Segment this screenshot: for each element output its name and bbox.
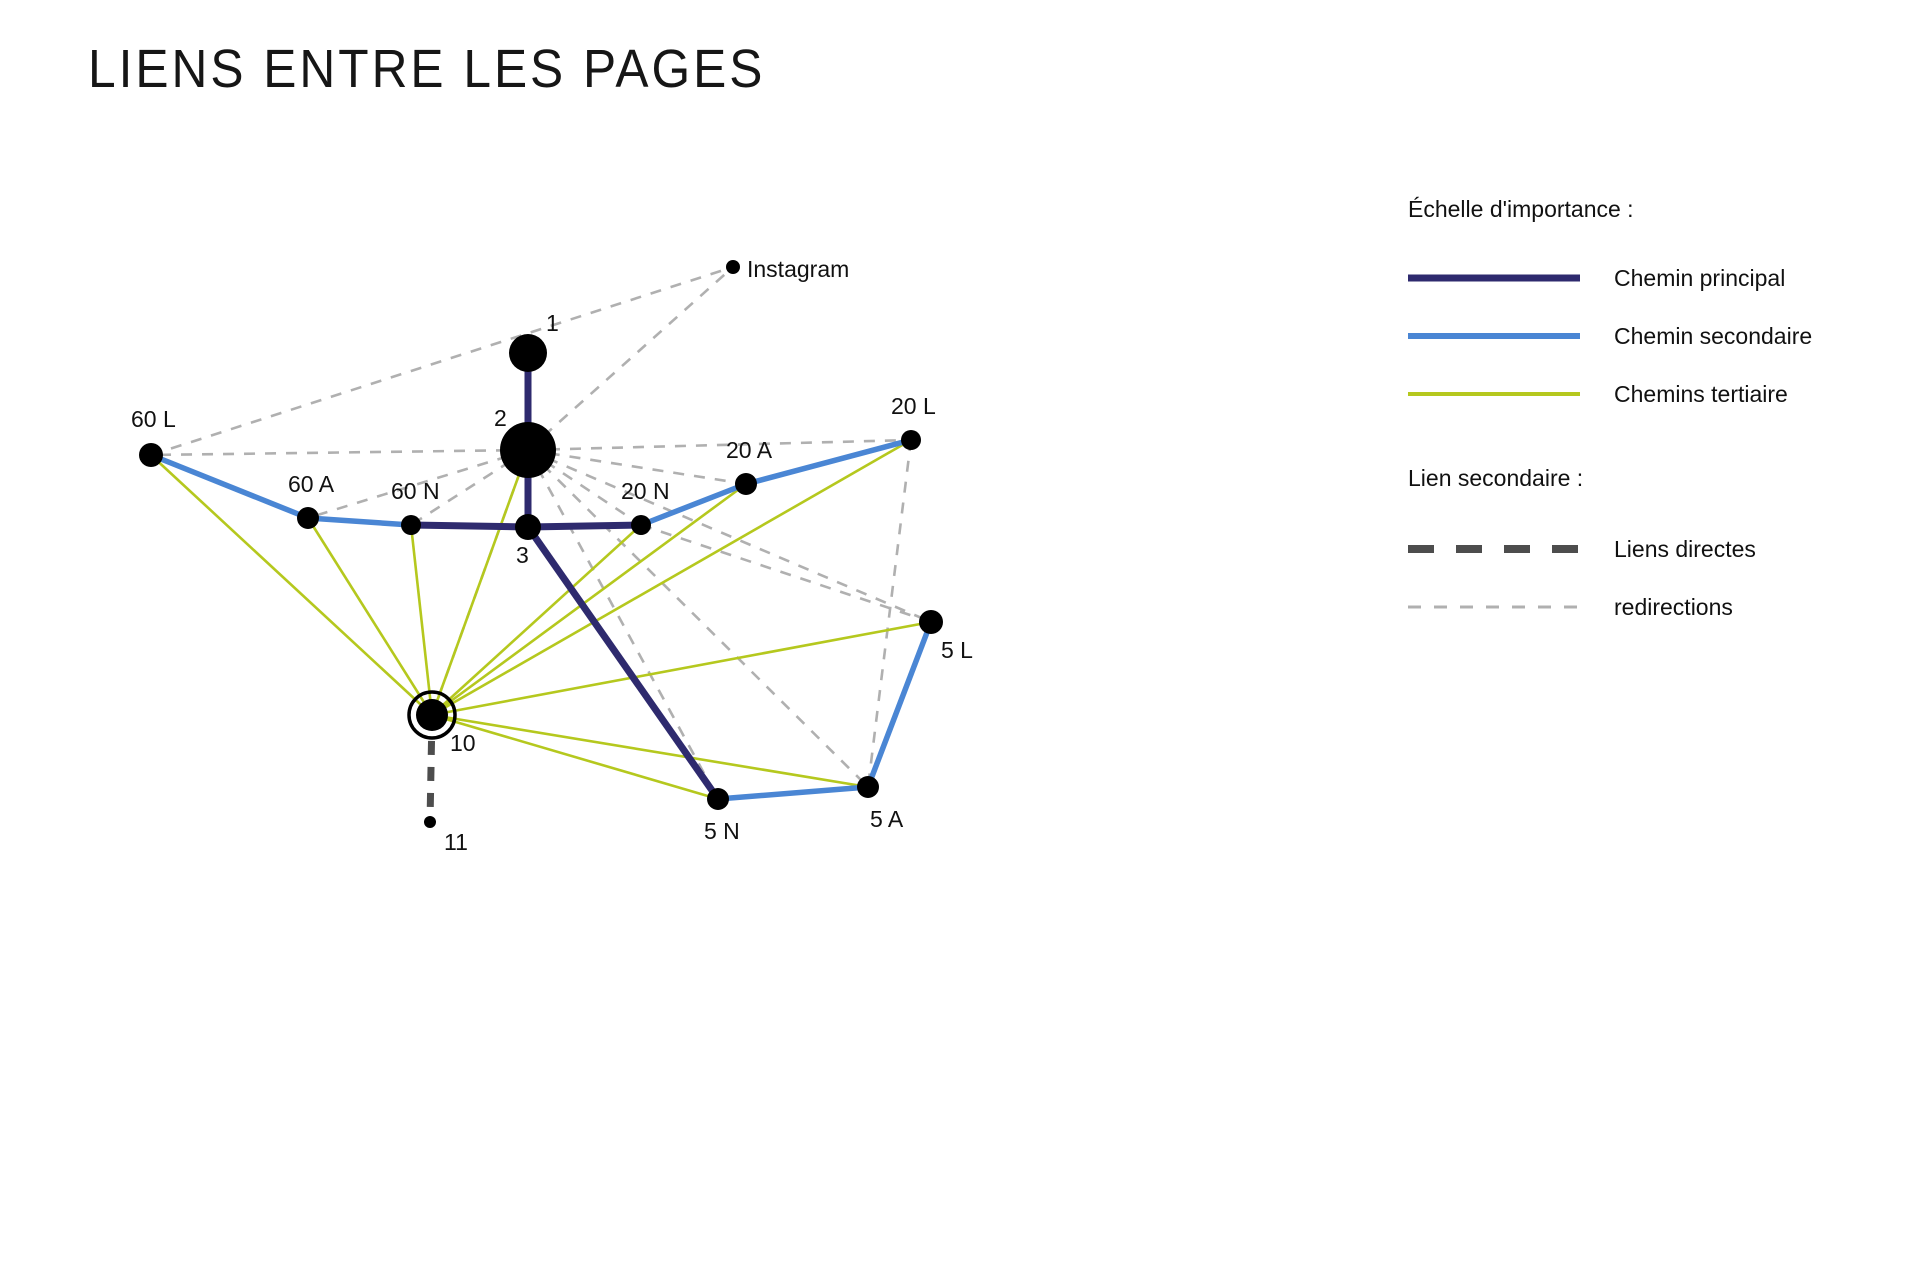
edge-5A-5L	[865, 621, 934, 788]
node-5N[interactable]	[707, 788, 729, 810]
edge-2-5N	[526, 449, 720, 800]
node-11[interactable]	[424, 816, 436, 828]
legend-item-redirections: redirections	[1408, 578, 1878, 636]
edge-3-20N	[527, 521, 642, 531]
edge-2-instagram	[527, 266, 734, 451]
legend-item-liens-directes: Liens directes	[1408, 520, 1878, 578]
line-principal-icon	[1408, 267, 1580, 289]
edge-3-60N	[410, 521, 529, 531]
legend-label-chemin-principal: Chemin principal	[1614, 264, 1786, 291]
node-3[interactable]	[515, 514, 541, 540]
edge-10-11	[426, 714, 436, 823]
legend-label-chemin-secondaire: Chemin secondaire	[1614, 322, 1813, 349]
edge-20A-20L	[745, 437, 912, 487]
legend-heading-importance: Échelle d'importance :	[1408, 196, 1634, 222]
edge-10-60L	[150, 454, 433, 716]
edge-10-5L	[431, 620, 932, 717]
edge-20L-5A	[866, 439, 913, 788]
legend: Échelle d'importance : Chemin principal …	[1408, 196, 1878, 636]
legend-item-chemins-tertiaire: Chemins tertiaire	[1408, 365, 1878, 423]
page-title: LIENS ENTRE LES PAGES	[88, 39, 766, 99]
edge-5N-5A	[717, 784, 869, 802]
edge-2-5L	[527, 448, 932, 624]
edge-20N-5L	[640, 523, 932, 624]
edge-10-20L	[431, 438, 912, 717]
edge-2-5A	[527, 449, 869, 788]
node-label-20L: 20 L	[891, 393, 936, 419]
node-label-20N: 20 N	[621, 478, 670, 504]
edge-2-60L	[150, 448, 529, 457]
node-label-20A: 20 A	[726, 437, 773, 463]
node-label-5N: 5 N	[704, 818, 740, 844]
node-label-10: 10	[450, 730, 476, 756]
edge-20N-20A	[639, 481, 748, 528]
node-label-60N: 60 N	[391, 478, 440, 504]
edge-2-20A	[527, 448, 747, 486]
edge-10-2	[430, 449, 530, 716]
edge-10-60N	[409, 524, 434, 716]
edge-2-20L	[527, 438, 912, 452]
edge-3-5N	[525, 524, 721, 802]
node-label-1: 1	[546, 310, 559, 336]
legend-label-chemins-tertiaire: Chemins tertiaire	[1614, 380, 1788, 407]
node-ring-10	[407, 690, 457, 740]
dash-redirection-icon	[1408, 596, 1580, 618]
node-label-11: 11	[444, 829, 468, 855]
edge-10-20N	[431, 524, 642, 716]
node-60A[interactable]	[297, 507, 319, 529]
node-2[interactable]	[500, 422, 556, 478]
node-10[interactable]	[416, 699, 448, 731]
node-20N[interactable]	[631, 515, 651, 535]
node-layer	[139, 260, 943, 828]
line-tertiaire-icon	[1408, 383, 1580, 405]
edge-60L-60A	[149, 452, 310, 521]
node-label-layer: 1 2 3 60 L 60 A 60 N 20 N 20 A 20 L 5 L 5 A 5 N 10 11…	[131, 256, 973, 855]
edge-10-20A	[431, 482, 747, 717]
legend-label-redirections: redirections	[1614, 593, 1733, 620]
node-instagram[interactable]	[726, 260, 740, 274]
node-60L[interactable]	[139, 443, 163, 467]
node-5L[interactable]	[919, 610, 943, 634]
node-label-60L: 60 L	[131, 406, 176, 432]
legend-item-chemin-secondaire: Chemin secondaire	[1408, 307, 1878, 365]
node-label-instagram: Instagram	[747, 256, 849, 282]
dash-direct-icon	[1408, 538, 1580, 560]
node-20L[interactable]	[901, 430, 921, 450]
node-20A[interactable]	[735, 473, 757, 495]
edge-60A-60N	[307, 515, 412, 528]
node-5A[interactable]	[857, 776, 879, 798]
edge-10-60A	[306, 517, 434, 716]
node-label-5L: 5 L	[941, 637, 973, 663]
legend-heading-lien-secondaire: Lien secondaire :	[1408, 465, 1584, 491]
legend-label-liens-directes: Liens directes	[1614, 535, 1756, 562]
edge-2-60A	[307, 448, 529, 520]
node-label-2: 2	[494, 405, 507, 431]
node-label-60A: 60 A	[288, 471, 335, 497]
legend-item-chemin-principal: Chemin principal	[1408, 249, 1878, 307]
edge-10-5A	[431, 713, 869, 789]
edge-60L-instagram	[150, 265, 734, 457]
node-1[interactable]	[509, 334, 547, 372]
edge-10-5N	[431, 713, 719, 801]
node-60N[interactable]	[401, 515, 421, 535]
node-label-5A: 5 A	[870, 806, 904, 832]
node-label-3: 3	[516, 542, 529, 568]
line-secondaire-icon	[1408, 325, 1580, 347]
